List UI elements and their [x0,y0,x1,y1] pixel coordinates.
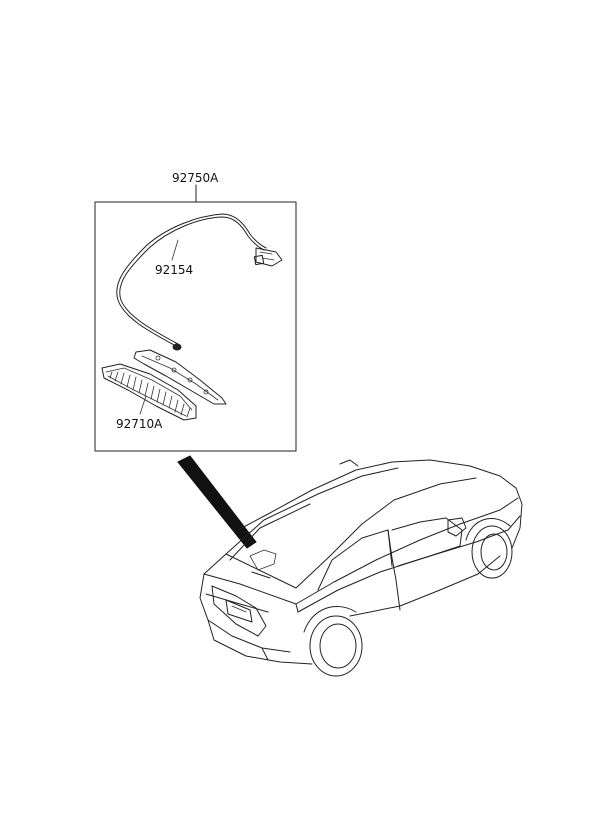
lamp-location-marker [249,549,277,571]
wiring-harness-part[interactable] [116,213,283,351]
part-label-assembly[interactable]: 92750A [172,171,219,185]
lamp-bracket-part[interactable] [133,349,227,405]
assembly-frame [94,201,297,452]
vehicle-illustration [199,459,523,677]
stop-lamp-part[interactable] [101,363,197,421]
part-label-lamp[interactable]: 92710A [116,417,163,431]
part-label-wiring[interactable]: 92154 [155,263,193,277]
lamp-leader-line [139,395,147,415]
wiring-leader-line [171,239,179,261]
location-pointer-arrow [177,455,257,549]
